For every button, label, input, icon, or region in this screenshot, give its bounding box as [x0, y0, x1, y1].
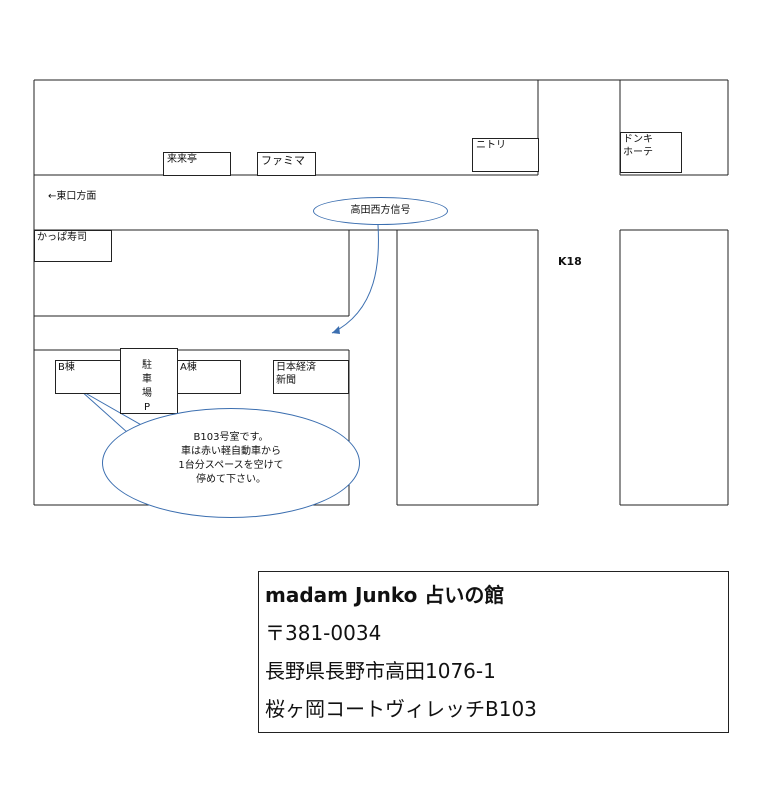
building-b-wing-label: B棟: [58, 362, 75, 373]
shop-donki-label-2: ホーテ: [623, 147, 653, 158]
shop-familymart-label: ファミマ: [261, 154, 305, 167]
building-address: 桜ヶ岡コートヴィレッチB103: [265, 697, 537, 721]
callout-line-3: 1台分スペースを空けて: [178, 460, 284, 471]
shop-familymart: ファミマ: [257, 152, 316, 176]
building-nikkei-label-2: 新聞: [276, 375, 296, 386]
route-arrow: [331, 224, 379, 334]
callout-line-1: B103号室です。: [193, 432, 269, 443]
building-a-wing: A棟: [177, 360, 241, 394]
street-address: 長野県長野市高田1076-1: [265, 659, 496, 683]
shop-name: madam Junko 占いの館: [265, 583, 505, 607]
shop-nitori-label: ニトリ: [476, 140, 506, 151]
parking-char-1: 駐: [142, 360, 152, 371]
parking-char-4: P: [143, 402, 151, 413]
building-a-wing-label: A棟: [180, 362, 197, 373]
parking-char-2: 車: [142, 374, 152, 385]
road-label-k18: K18: [558, 255, 582, 268]
callout-line-2: 車は赤い軽自動車から: [181, 446, 281, 457]
building-nikkei: 日本経済 新聞: [273, 360, 349, 394]
shop-kappa-sushi-label: かっぱ寿司: [37, 232, 87, 243]
signal-label: 高田西方信号: [350, 205, 411, 216]
room-callout: B103号室です。 車は赤い軽自動車から 1台分スペースを空けて 停めて下さい。: [102, 408, 360, 518]
shop-nitori: ニトリ: [472, 138, 539, 172]
shop-donki: ドンキ ホーテ: [620, 132, 682, 173]
building-nikkei-label-1: 日本経済: [276, 362, 316, 373]
address-card: madam Junko 占いの館 〒381-0034 長野県長野市高田1076-…: [258, 571, 729, 733]
parking-lot: 駐 車 場 P: [120, 348, 178, 414]
shop-rairaitei: 来来亭: [163, 152, 231, 176]
shop-kappa-sushi: かっぱ寿司: [34, 230, 112, 262]
postal-code: 〒381-0034: [265, 621, 382, 645]
signal-bubble: 高田西方信号: [313, 197, 448, 225]
route-arrowhead: [332, 326, 340, 334]
parking-char-3: 場: [142, 388, 152, 399]
direction-east-exit: ←東口方面: [48, 191, 97, 202]
callout-line-4: 停めて下さい。: [196, 474, 266, 485]
building-b-wing: B棟: [55, 360, 123, 394]
shop-donki-label-1: ドンキ: [623, 134, 653, 145]
shop-rairaitei-label: 来来亭: [167, 154, 197, 165]
